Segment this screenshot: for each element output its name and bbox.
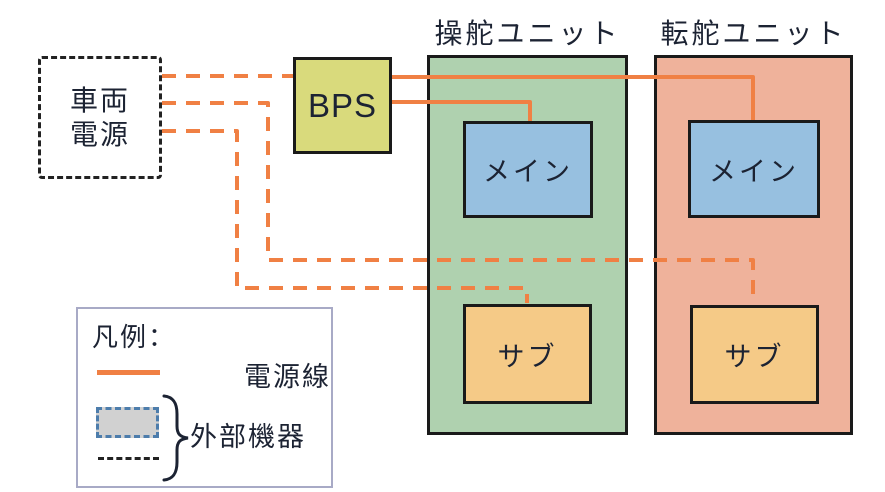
- steering-sub-label: サブ: [497, 341, 558, 372]
- steering-unit-box: メイン サブ: [427, 55, 628, 435]
- legend-external-device-label: 外部機器: [190, 422, 306, 452]
- vehicle-power-label: 車両 電源: [69, 84, 130, 150]
- turning-unit-box: メイン サブ: [654, 55, 853, 435]
- legend-title: 凡例：: [92, 322, 177, 352]
- steering-main-box: メイン: [463, 121, 593, 218]
- steering-main-label: メイン: [483, 157, 573, 187]
- power-line-swatch-icon: [97, 370, 160, 375]
- steering-sub-box: サブ: [463, 304, 592, 404]
- steering-unit-title: 操舵ユニット: [434, 18, 621, 49]
- turning-sub-label: サブ: [724, 342, 785, 372]
- bps-label: BPS: [307, 86, 378, 124]
- legend-box: 凡例： 電源線 外部機器: [76, 307, 333, 488]
- bps-box: BPS: [293, 57, 392, 154]
- external-device-box-swatch-icon: [96, 407, 159, 438]
- vehicle-power-box: 車両 電源: [38, 56, 162, 179]
- external-device-dash-swatch-icon: [98, 457, 159, 460]
- curly-brace-icon: [162, 394, 189, 482]
- turning-main-box: メイン: [688, 120, 820, 218]
- turning-main-label: メイン: [709, 156, 799, 187]
- turning-unit-title: 転舵ユニット: [660, 18, 847, 49]
- turning-sub-box: サブ: [690, 305, 819, 404]
- legend-power-line-label: 電源線: [244, 362, 331, 392]
